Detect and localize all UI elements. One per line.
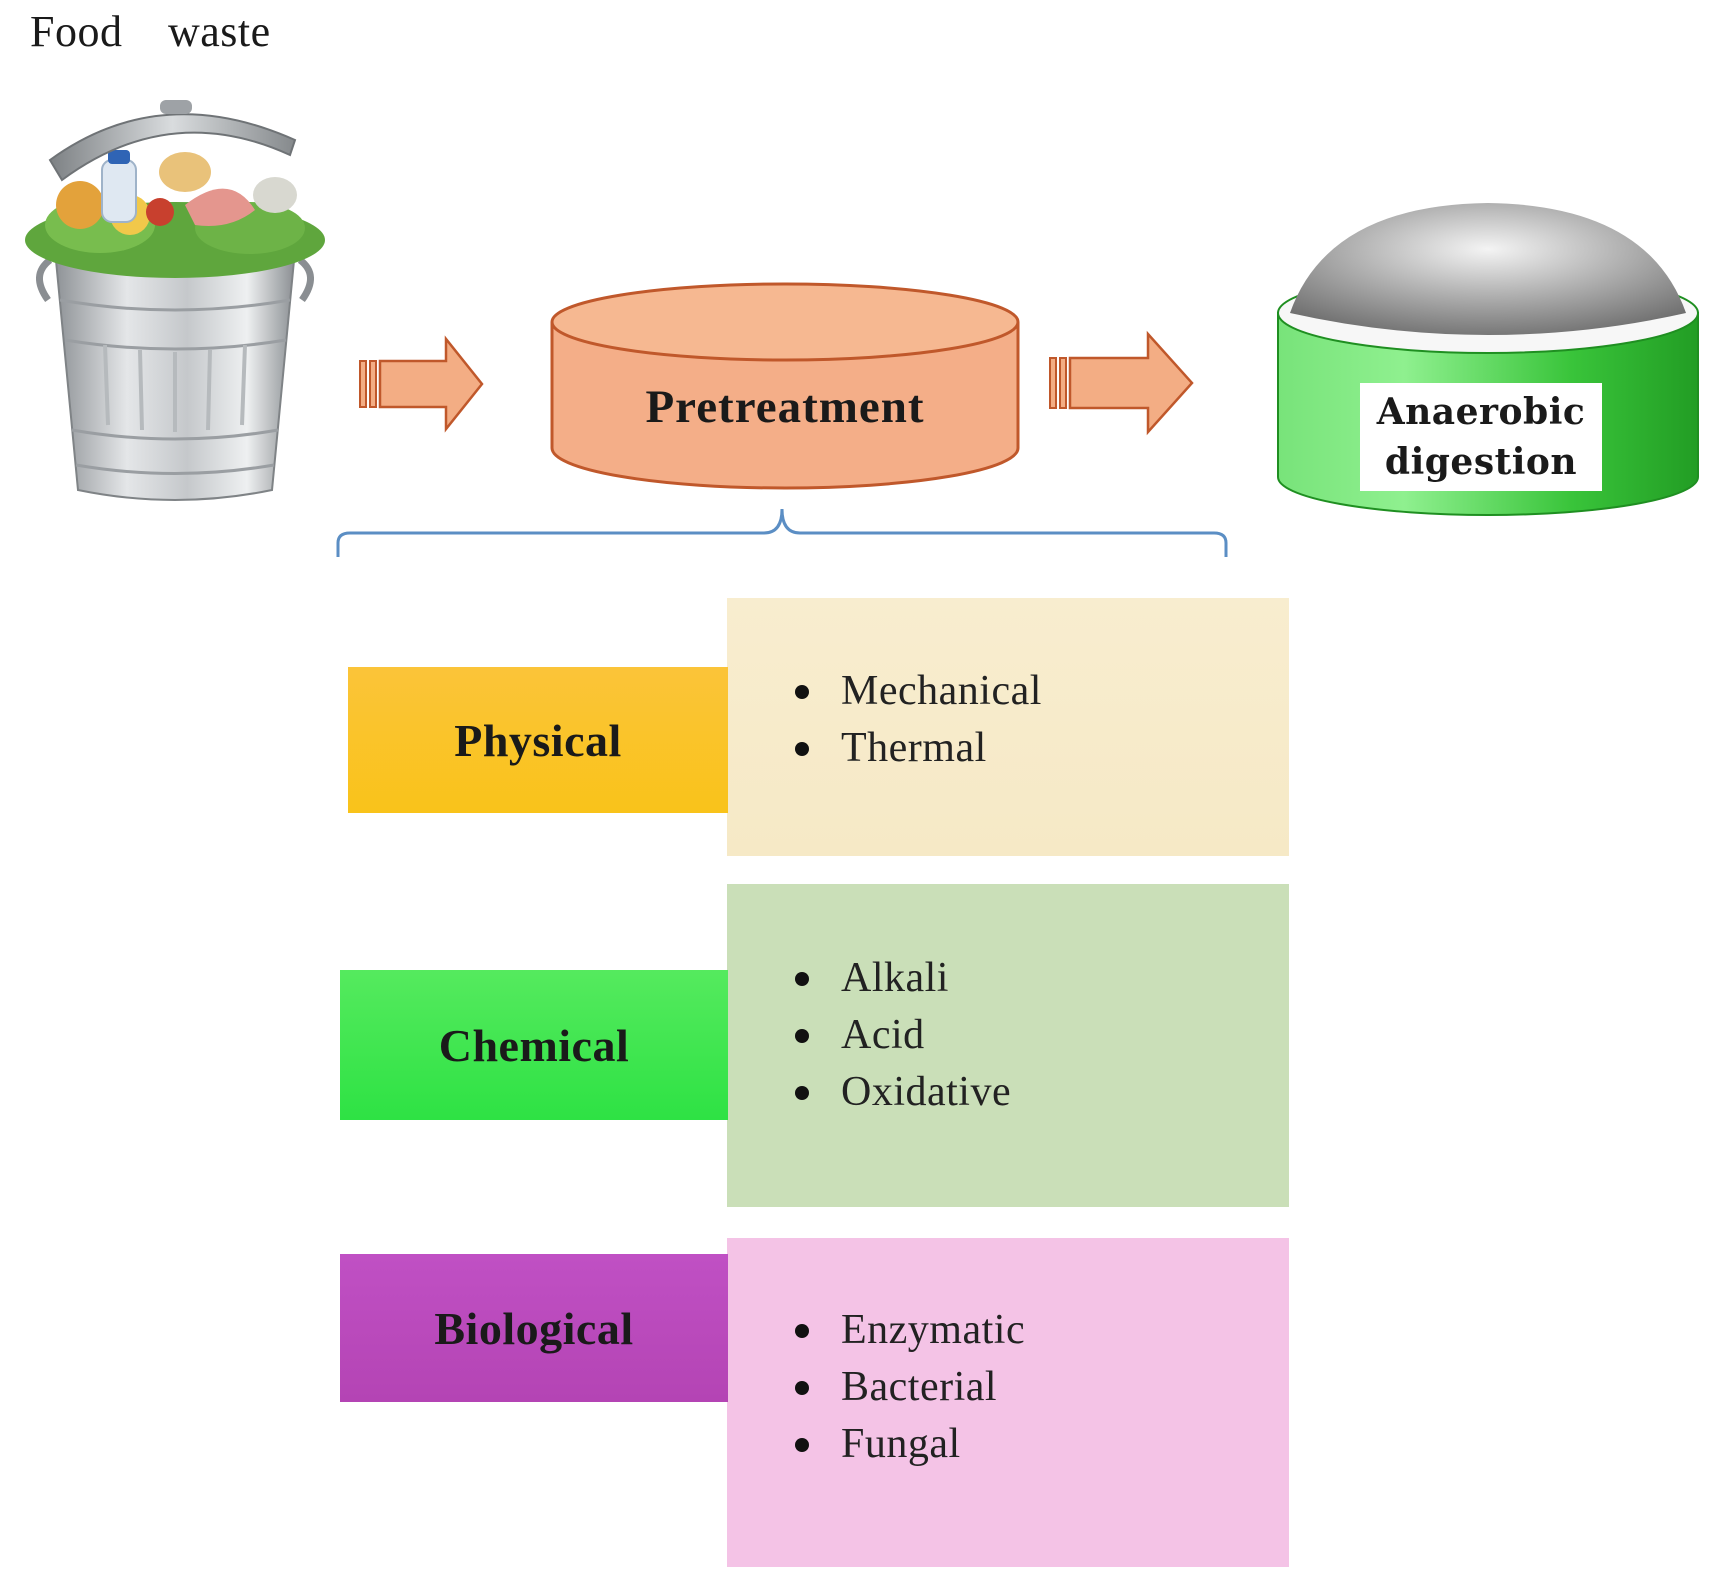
list-item: Fungal (789, 1416, 1289, 1473)
list-item: Bacterial (789, 1359, 1289, 1416)
brace (336, 508, 1228, 557)
biological-panel: Enzymatic Bacterial Fungal (727, 1238, 1289, 1567)
list-item: Acid (789, 1007, 1289, 1064)
list-item: Enzymatic (789, 1302, 1289, 1359)
anaerobic-digestion-label: Anaerobic digestion (1360, 383, 1602, 491)
biological-label: Biological (340, 1254, 728, 1402)
list-item: Alkali (789, 950, 1289, 1007)
list-item: Thermal (789, 720, 1289, 777)
cylinder-icon (550, 282, 1020, 490)
arrow-right-icon (1049, 330, 1194, 436)
arrow-right-icon (359, 335, 484, 433)
pretreatment-label: Pretreatment (645, 381, 925, 433)
chemical-panel: Alkali Acid Oxidative (727, 884, 1289, 1207)
physical-label: Physical (348, 667, 728, 813)
list-item: Mechanical (789, 663, 1289, 720)
diagram-title: Food waste (30, 7, 271, 56)
trash-can-icon (10, 100, 340, 520)
physical-panel: Mechanical Thermal (727, 598, 1289, 856)
list-item: Oxidative (789, 1064, 1289, 1121)
chemical-label: Chemical (340, 970, 728, 1120)
